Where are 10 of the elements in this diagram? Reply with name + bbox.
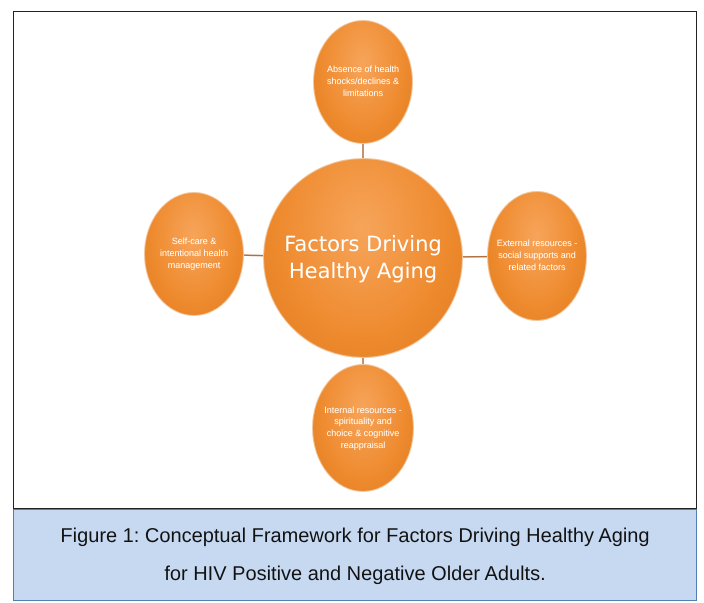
node-label: Absence of health shocks/declines & limitations <box>326 64 400 100</box>
node-label: External resources - social supports and related factors <box>496 238 578 274</box>
figure-caption: Figure 1: Conceptual Framework for Factors Driving Healthy Aging for HIV Positive and Negative Older Adults. <box>59 524 651 587</box>
connector-line <box>362 144 364 158</box>
connector-line <box>244 254 264 256</box>
node-label: Factors Driving Healthy Aging <box>283 230 443 285</box>
node-label: Self-care & intentional health management <box>158 236 230 272</box>
connector-line <box>362 358 364 364</box>
node-label: Internal resources - spirituality and choice & cognitive reappraisal <box>323 404 403 452</box>
connector-line <box>462 256 487 258</box>
